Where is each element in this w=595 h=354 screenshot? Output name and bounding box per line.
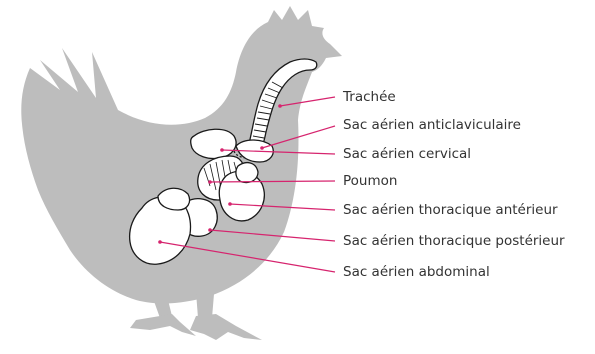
- small-sac-shape: [236, 163, 258, 183]
- label-cervical-sac: Sac aérien cervical: [343, 146, 471, 162]
- chicken-foot-left: [130, 314, 196, 336]
- label-anticlavicular-sac: Sac aérien anticlaviculaire: [343, 117, 521, 133]
- label-trachea: Trachée: [343, 89, 396, 105]
- leader-cervical-dot: [220, 148, 224, 152]
- label-lung: Poumon: [343, 173, 397, 189]
- label-abdominal-sac: Sac aérien abdominal: [343, 264, 490, 280]
- chicken-leg-right: [196, 292, 214, 318]
- leader-trachea-dot: [278, 104, 282, 108]
- label-anterior-thoracic-sac: Sac aérien thoracique antérieur: [343, 202, 558, 218]
- chicken-silhouette: [21, 6, 342, 340]
- cervical-sac-outline: [191, 129, 236, 158]
- label-posterior-thoracic-sac: Sac aérien thoracique postérieur: [343, 233, 565, 249]
- leader-post-thoracic-dot: [208, 228, 212, 232]
- leader-anticlavicular-dot: [260, 146, 264, 150]
- chicken-foot-right: [190, 314, 262, 340]
- chicken-body: [21, 6, 342, 303]
- leader-ant-thoracic-dot: [228, 202, 232, 206]
- leader-lung-dot: [208, 180, 212, 184]
- leader-abdominal-dot: [158, 240, 162, 244]
